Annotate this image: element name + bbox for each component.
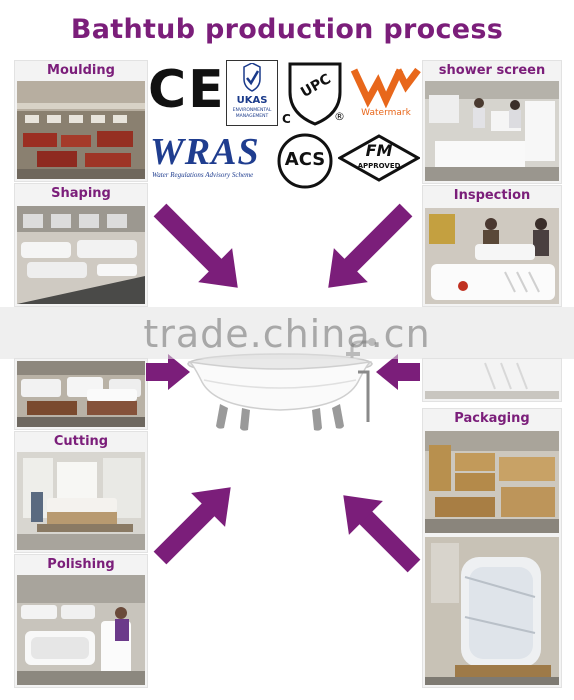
acs-logo: ACS xyxy=(276,132,334,190)
watermark-logo-text: Watermark xyxy=(361,108,411,118)
upc-registered-text: ® xyxy=(334,110,345,123)
polishing-photo xyxy=(17,575,145,685)
step-panel-moulding: Moulding xyxy=(14,60,148,182)
arrow-from-moulding xyxy=(153,203,238,288)
step-panel-packaging: Packaging xyxy=(422,408,562,688)
step-panel-inspection-detail xyxy=(422,358,562,402)
inspection-detail-photo xyxy=(425,359,559,399)
wras-text: WRAS xyxy=(150,131,260,173)
site-watermark: trade.china.cn xyxy=(143,312,431,356)
ukas-text: UKAS xyxy=(236,95,268,106)
fm-subtext: APPROVED xyxy=(357,162,401,170)
acs-text: ACS xyxy=(284,149,326,170)
step-label-shower-screen: shower screen xyxy=(438,63,546,78)
step-panel-inspection: Inspection xyxy=(422,185,562,307)
step-panel-trimming xyxy=(14,358,148,430)
moulding-photo xyxy=(17,81,145,179)
step-label-polishing: Polishing xyxy=(47,557,115,572)
shower-screen-photo xyxy=(425,81,559,181)
ukas-logo: UKAS ENVIRONMENTAL MANAGEMENT xyxy=(226,60,278,126)
fm-logo: FM APPROVED xyxy=(336,134,422,184)
watermark-logo: Watermark xyxy=(350,64,422,122)
step-panel-polishing: Polishing xyxy=(14,554,148,688)
ukas-subtext: ENVIRONMENTAL MANAGEMENT xyxy=(232,108,272,119)
watermark-band xyxy=(0,307,574,359)
step-label-inspection: Inspection xyxy=(453,188,531,203)
packaging-photo-wrapped xyxy=(425,537,559,685)
shaping-photo xyxy=(17,206,145,304)
inspection-photo xyxy=(425,208,559,304)
step-panel-shower-screen: shower screen xyxy=(422,60,562,184)
ce-mark: CE xyxy=(148,60,226,120)
upc-c-text: C xyxy=(282,112,291,126)
upc-logo: UPC C ® xyxy=(282,58,348,128)
packaging-photo-boxes xyxy=(425,431,559,533)
step-panel-cutting: Cutting xyxy=(14,431,148,553)
page-title: Bathtub production process xyxy=(70,14,504,45)
step-label-moulding: Moulding xyxy=(47,63,115,78)
wras-logo: WRAS Water Regulations Advisory Scheme xyxy=(150,131,274,182)
step-panel-shaping: Shaping xyxy=(14,183,148,307)
arrow-from-packaging xyxy=(343,495,421,573)
step-label-cutting: Cutting xyxy=(53,434,109,449)
arrow-from-shower-screen xyxy=(328,203,413,288)
wras-subtext: Water Regulations Advisory Scheme xyxy=(152,171,254,179)
cutting-photo xyxy=(17,452,145,550)
arrow-from-right-middle xyxy=(376,354,420,390)
trimming-photo xyxy=(17,361,145,427)
step-label-packaging: Packaging xyxy=(454,411,530,426)
step-label-shaping: Shaping xyxy=(51,186,111,201)
arrow-from-polishing xyxy=(153,487,231,565)
fm-text: FM xyxy=(365,141,393,160)
ce-logo: CE xyxy=(148,60,224,120)
